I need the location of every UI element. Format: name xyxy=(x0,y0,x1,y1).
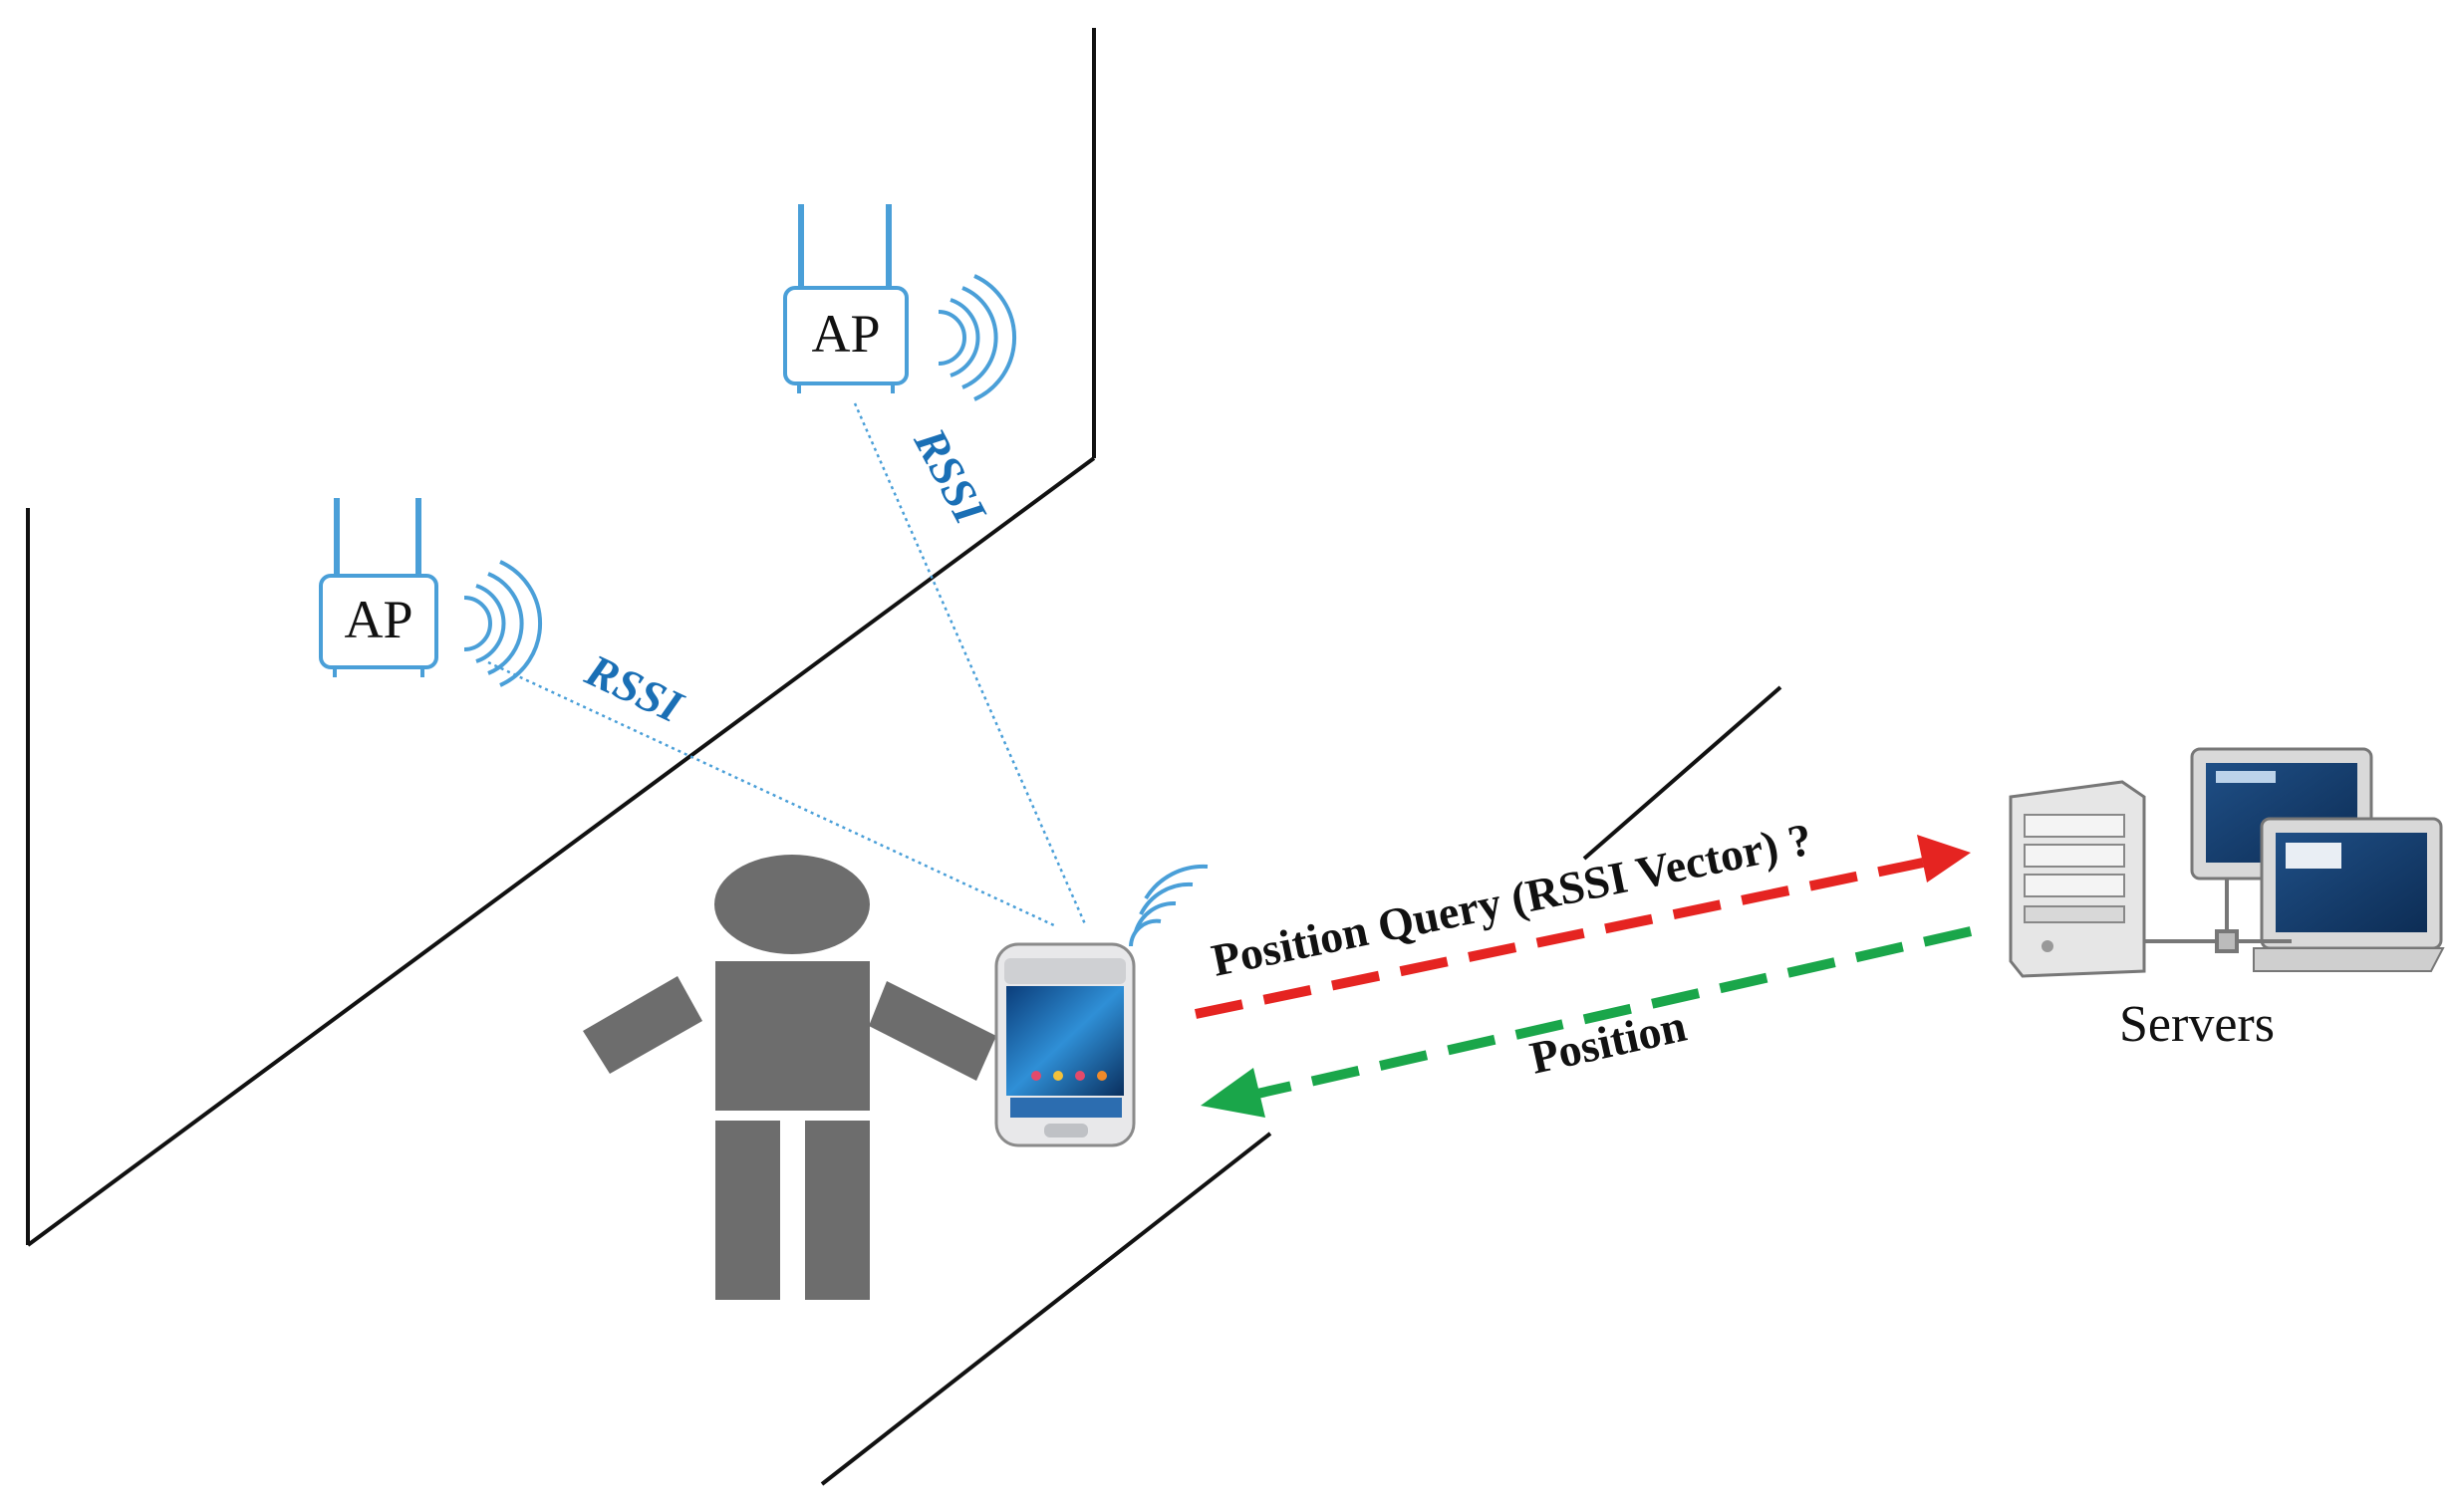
person-left-leg xyxy=(715,1121,780,1300)
wifi-waves-icon xyxy=(938,274,1016,401)
wifi-waves-icon xyxy=(1129,864,1209,947)
query-arrow-shaft xyxy=(1194,858,1925,1019)
rssi-label-ap1: RSSI xyxy=(578,643,692,733)
position-query-label: Position Query (RSSI Vector) ? xyxy=(1208,814,1816,986)
router-body xyxy=(783,286,909,385)
person-left-arm xyxy=(583,976,702,1074)
monitor-icon xyxy=(2253,817,2445,972)
access-point-2: AP xyxy=(783,204,1016,401)
position-query-arrow xyxy=(1194,835,1971,1019)
antenna-icon xyxy=(334,498,421,578)
smartphone-icon xyxy=(994,942,1136,1147)
floor-back-edge xyxy=(26,456,1096,1247)
wifi-waves-icon xyxy=(463,560,542,687)
position-response-arrow xyxy=(1201,926,1973,1118)
rssi-line-ap2 xyxy=(853,402,1088,927)
servers-label: Servers xyxy=(2119,996,2275,1053)
antenna-icon xyxy=(798,204,892,290)
person-right-arm xyxy=(869,981,996,1081)
phone-screen xyxy=(1006,986,1124,1096)
person-torso xyxy=(715,961,870,1111)
response-arrow-head xyxy=(1201,1068,1265,1118)
server-icon xyxy=(2009,747,2445,978)
floor-front-edge xyxy=(820,1132,1272,1486)
person-icon xyxy=(583,855,996,1300)
ap-2-label: AP xyxy=(811,304,880,364)
query-arrow-head xyxy=(1917,835,1971,882)
ap-1-label: AP xyxy=(344,590,412,649)
rssi-links xyxy=(487,402,1088,928)
router-body xyxy=(319,574,438,669)
person-right-leg xyxy=(805,1121,870,1300)
room-walls xyxy=(26,28,1782,1486)
rssi-label-ap2: RSSI xyxy=(904,419,996,534)
response-arrow-shaft xyxy=(1255,926,1973,1099)
access-point-1: AP xyxy=(319,498,542,687)
floor-far-edge xyxy=(1582,685,1782,861)
person-head xyxy=(714,855,870,954)
